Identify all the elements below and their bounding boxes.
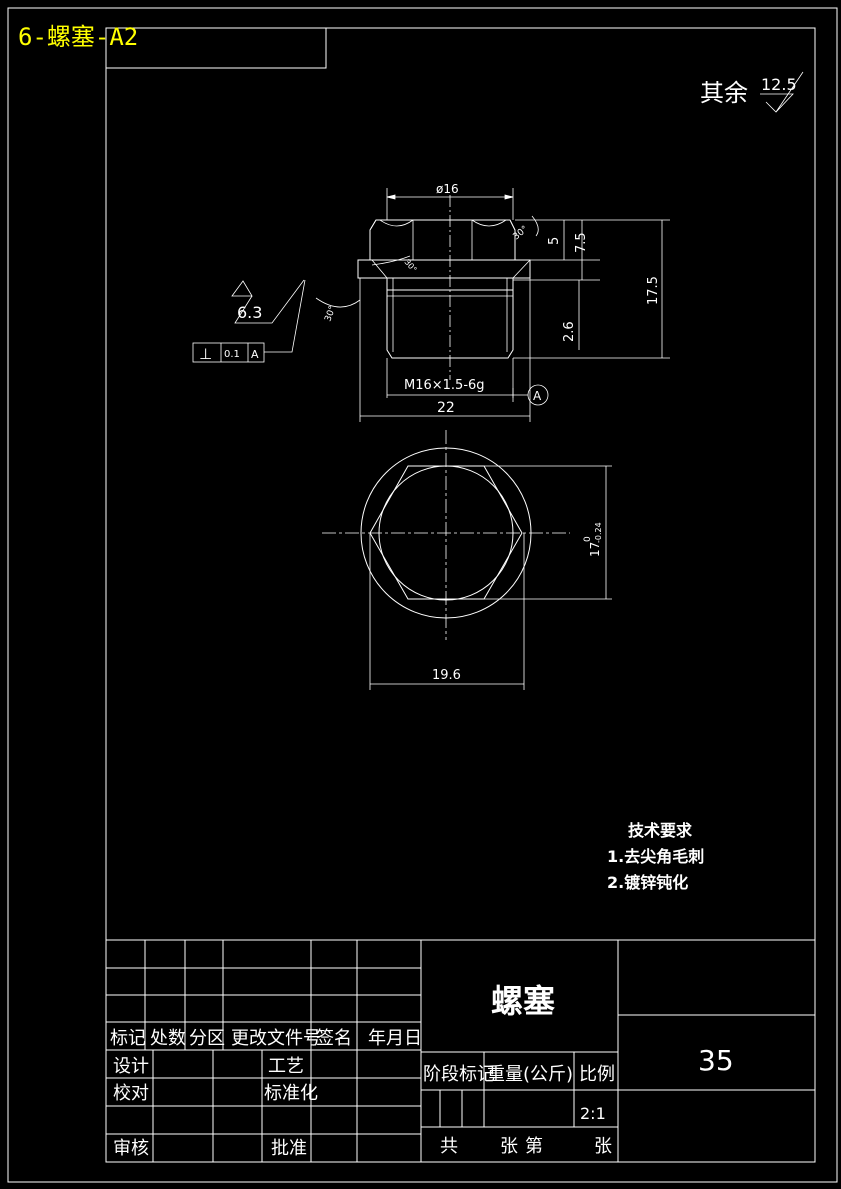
dim-right-stack xyxy=(513,219,670,359)
hdr-zone: 分区 xyxy=(189,1028,225,1049)
scale-label: 比例 xyxy=(579,1064,615,1085)
inner-border xyxy=(105,27,816,1163)
title-block xyxy=(106,939,815,1162)
gtol-frame xyxy=(192,279,306,363)
hdr-count: 处数 xyxy=(150,1028,186,1049)
datum-symbol xyxy=(512,384,549,406)
gtol-datum: A xyxy=(251,348,259,361)
sheet-no: 第 xyxy=(525,1136,543,1157)
dim-hex-corners xyxy=(369,533,525,690)
dim-hex-tol-lower: -0.24 xyxy=(594,522,603,543)
role-approve: 批准 xyxy=(271,1138,307,1159)
stage-mark: 阶段标记 xyxy=(423,1064,495,1085)
dim-thread-text: M16×1.5-6g xyxy=(404,378,485,393)
dim-collar-height: 7.5 xyxy=(574,232,589,253)
weight: 重量(公斤) xyxy=(487,1064,573,1085)
tech-req-item-1: 1.去尖角毛刺 xyxy=(607,847,704,866)
dim-top-width xyxy=(386,188,514,220)
tech-req-heading: 技术要求 xyxy=(628,821,693,840)
surface-finish-value: 6.3 xyxy=(237,303,262,322)
datum-label: A xyxy=(533,389,542,403)
dim-hex-flats xyxy=(484,465,612,600)
role-review: 审核 xyxy=(113,1138,149,1159)
dim-chamfer-side: 30° xyxy=(323,305,338,323)
sheets-total: 共 xyxy=(440,1136,458,1157)
dim-hex-tol-upper: 0 xyxy=(583,536,593,542)
role-process: 工艺 xyxy=(268,1056,304,1077)
sheet-title: 6-螺塞-A2 xyxy=(18,23,138,51)
dim-chamfer-top: 30° xyxy=(512,224,531,242)
dim-thread-relief: 2.6 xyxy=(562,321,577,342)
hdr-sign: 签名 xyxy=(316,1028,352,1049)
roughness-symbol xyxy=(760,71,804,113)
top-view xyxy=(322,430,570,640)
dim-flange-text: 22 xyxy=(437,400,455,416)
gtol-value: 0.1 xyxy=(224,349,240,360)
hdr-date: 年月日 xyxy=(368,1028,422,1049)
dim-hex-corners-text: 19.6 xyxy=(432,668,461,683)
role-design: 设计 xyxy=(113,1056,149,1077)
code-box xyxy=(105,27,327,69)
sheet-unit2: 张 xyxy=(594,1136,612,1157)
gtol-symbol: ⊥ xyxy=(199,345,212,363)
tech-req-item-2: 2.镀锌钝化 xyxy=(607,873,688,892)
dim-hex-height: 5 xyxy=(547,237,562,245)
hdr-doc: 更改文件号 xyxy=(231,1028,321,1049)
hdr-mark: 标记 xyxy=(110,1028,146,1049)
dim-flange xyxy=(359,278,531,422)
scale: 2:1 xyxy=(580,1104,606,1123)
front-view xyxy=(357,195,531,380)
dim-hex-flats-text: 17 xyxy=(588,542,602,557)
sheets-unit: 张 xyxy=(500,1136,518,1157)
dim-top-width-text: ø16 xyxy=(436,182,459,196)
part-name: 螺塞 xyxy=(491,982,555,1020)
role-check: 校对 xyxy=(113,1083,149,1104)
roughness-value: 12.5 xyxy=(761,75,797,94)
dim-total-height: 17.5 xyxy=(646,276,661,305)
role-standard: 标准化 xyxy=(264,1083,318,1104)
material: 35 xyxy=(698,1044,734,1077)
roughness-label: 其余 xyxy=(700,79,748,107)
outer-border xyxy=(7,7,838,1183)
surface-finish-symbol xyxy=(231,279,305,324)
